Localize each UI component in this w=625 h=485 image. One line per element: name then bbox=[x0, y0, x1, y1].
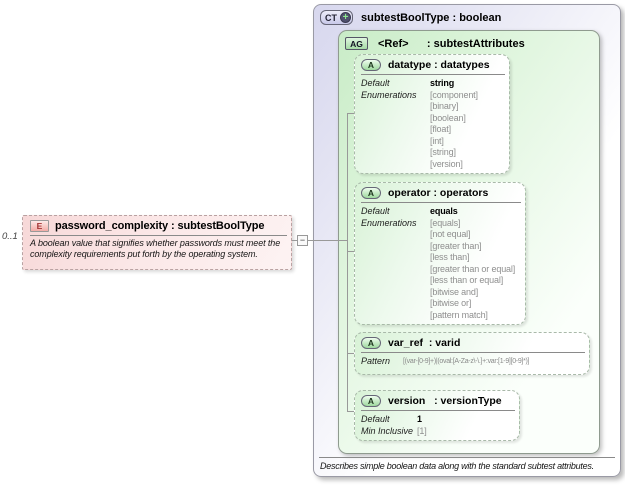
facet-row: Default 1 bbox=[361, 414, 516, 426]
attribute-label: version : versionType bbox=[388, 395, 502, 407]
attribute-icon: A bbox=[361, 187, 381, 199]
facet-value: [greater than or equal] bbox=[430, 263, 516, 274]
attribute-label: operator : operators bbox=[388, 187, 489, 199]
attribute-header: A var_ref : varid bbox=[355, 333, 589, 351]
connector-stub-var-ref bbox=[347, 353, 354, 354]
attribute-icon: A bbox=[361, 395, 381, 407]
facet-value: 1 bbox=[417, 414, 422, 424]
facet-values: [(var-[0-9]+)|(oval:[A-Za-z\-\.]+:var:[1… bbox=[403, 356, 586, 368]
complex-type-title: subtestBoolType : boolean bbox=[361, 11, 502, 24]
element-box-password-complexity[interactable]: E password_complexity : subtestBoolType … bbox=[22, 215, 292, 270]
connector-stub-datatype bbox=[347, 113, 354, 114]
complex-type-header: CT + subtestBoolType : boolean bbox=[320, 10, 501, 25]
attribute-separator bbox=[361, 74, 505, 75]
facet-row: Default string bbox=[361, 78, 506, 90]
attribute-separator bbox=[361, 202, 521, 203]
facet-label: Default bbox=[361, 78, 390, 88]
connector-line-horizontal bbox=[292, 240, 348, 241]
facet-label: Pattern bbox=[361, 356, 391, 366]
attribute-header: A datatype : datatypes bbox=[355, 55, 509, 73]
facet-values: equals bbox=[430, 206, 522, 218]
attribute-separator bbox=[361, 352, 585, 353]
attribute-label: datatype : datatypes bbox=[388, 59, 490, 71]
element-documentation: A boolean value that signifies whether p… bbox=[30, 238, 281, 259]
facet-label: Enumerations bbox=[361, 217, 417, 228]
facet-value: [greater than] bbox=[430, 240, 482, 251]
complex-type-documentation: Describes simple boolean data along with… bbox=[320, 461, 594, 471]
facet-values: 1 bbox=[417, 414, 516, 426]
connector-stub-operator bbox=[347, 251, 354, 252]
facet-value: [version] bbox=[430, 158, 463, 169]
facet-label: Min Inclusive bbox=[361, 425, 414, 436]
facet-list: Pattern [(var-[0-9]+)|(oval:[A-Za-z\-\.]+… bbox=[355, 354, 589, 371]
facet-value: equals bbox=[430, 206, 458, 216]
attribute-header: A version : versionType bbox=[355, 391, 519, 409]
facet-value: [1] bbox=[417, 425, 427, 436]
facet-values: string bbox=[430, 78, 506, 90]
connector-stub-version bbox=[347, 411, 354, 412]
facet-label: Enumerations bbox=[361, 89, 417, 100]
facet-values: [component][binary][boolean][float][int]… bbox=[430, 90, 506, 171]
element-header: E password_complexity : subtestBoolType bbox=[23, 216, 291, 234]
attribute-group-title: <Ref> : subtestAttributes bbox=[378, 37, 525, 50]
facet-value: [not equal] bbox=[430, 229, 471, 239]
facet-values: [1] bbox=[417, 426, 516, 438]
facet-value: [bitwise or] bbox=[430, 298, 472, 308]
facet-value: string bbox=[430, 78, 455, 88]
attribute-group-box[interactable]: AG <Ref> : subtestAttributes A datatype … bbox=[338, 30, 600, 454]
facet-value: [int] bbox=[430, 135, 444, 146]
attribute-group-icon: AG bbox=[345, 37, 368, 50]
element-title: password_complexity : subtestBoolType bbox=[55, 220, 265, 232]
facet-value: [less than or equal] bbox=[430, 275, 504, 285]
attribute-box[interactable]: A var_ref : varid Pattern [(var-[0-9]+)|(… bbox=[354, 332, 590, 375]
connector-line-vertical bbox=[347, 113, 348, 412]
facet-values: [equals][not equal][greater than][less t… bbox=[430, 218, 522, 322]
complex-type-icon: CT + bbox=[320, 10, 353, 25]
facet-value: [float] bbox=[430, 124, 451, 134]
attribute-icon: A bbox=[361, 59, 381, 71]
attribute-label: var_ref : varid bbox=[388, 337, 461, 349]
facet-value: [equals] bbox=[430, 217, 461, 228]
facet-row: Default equals bbox=[361, 206, 522, 218]
facet-value: [pattern match] bbox=[430, 309, 488, 320]
complex-type-icon-label: CT bbox=[325, 12, 337, 23]
element-separator bbox=[30, 235, 287, 236]
facet-value: [bitwise and] bbox=[430, 286, 479, 297]
complex-type-doc-separator bbox=[319, 457, 615, 458]
facet-row: Min Inclusive[1] bbox=[361, 426, 516, 438]
facet-value: [less than] bbox=[430, 252, 470, 262]
complex-type-box-subtestbooltype[interactable]: CT + subtestBoolType : boolean AG <Ref> … bbox=[313, 4, 621, 477]
facet-value: [component] bbox=[430, 89, 478, 100]
facet-row: Enumerations [component][binary][boolean]… bbox=[361, 90, 506, 171]
facet-value: [binary] bbox=[430, 101, 459, 111]
facet-label: Default bbox=[361, 206, 390, 216]
attribute-icon: A bbox=[361, 337, 381, 349]
facet-value: [boolean] bbox=[430, 112, 466, 123]
facet-row: Pattern [(var-[0-9]+)|(oval:[A-Za-z\-\.]+… bbox=[361, 356, 586, 368]
facet-value: [(var-[0-9]+)|(oval:[A-Za-z\-\.]+:var:[1… bbox=[403, 358, 530, 365]
facet-row: Enumerations[equals][not equal][greater … bbox=[361, 218, 522, 322]
cardinality-label: 0..1 bbox=[2, 231, 18, 242]
collapse-toggle-button[interactable]: − bbox=[297, 235, 308, 246]
facet-value: [string] bbox=[430, 147, 456, 157]
attribute-group-header: AG <Ref> : subtestAttributes bbox=[345, 37, 525, 50]
facet-label: Default bbox=[361, 414, 390, 424]
element-icon: E bbox=[30, 220, 49, 232]
attribute-separator bbox=[361, 410, 515, 411]
attribute-header: A operator : operators bbox=[355, 183, 525, 201]
expand-plus-icon[interactable]: + bbox=[340, 12, 351, 23]
